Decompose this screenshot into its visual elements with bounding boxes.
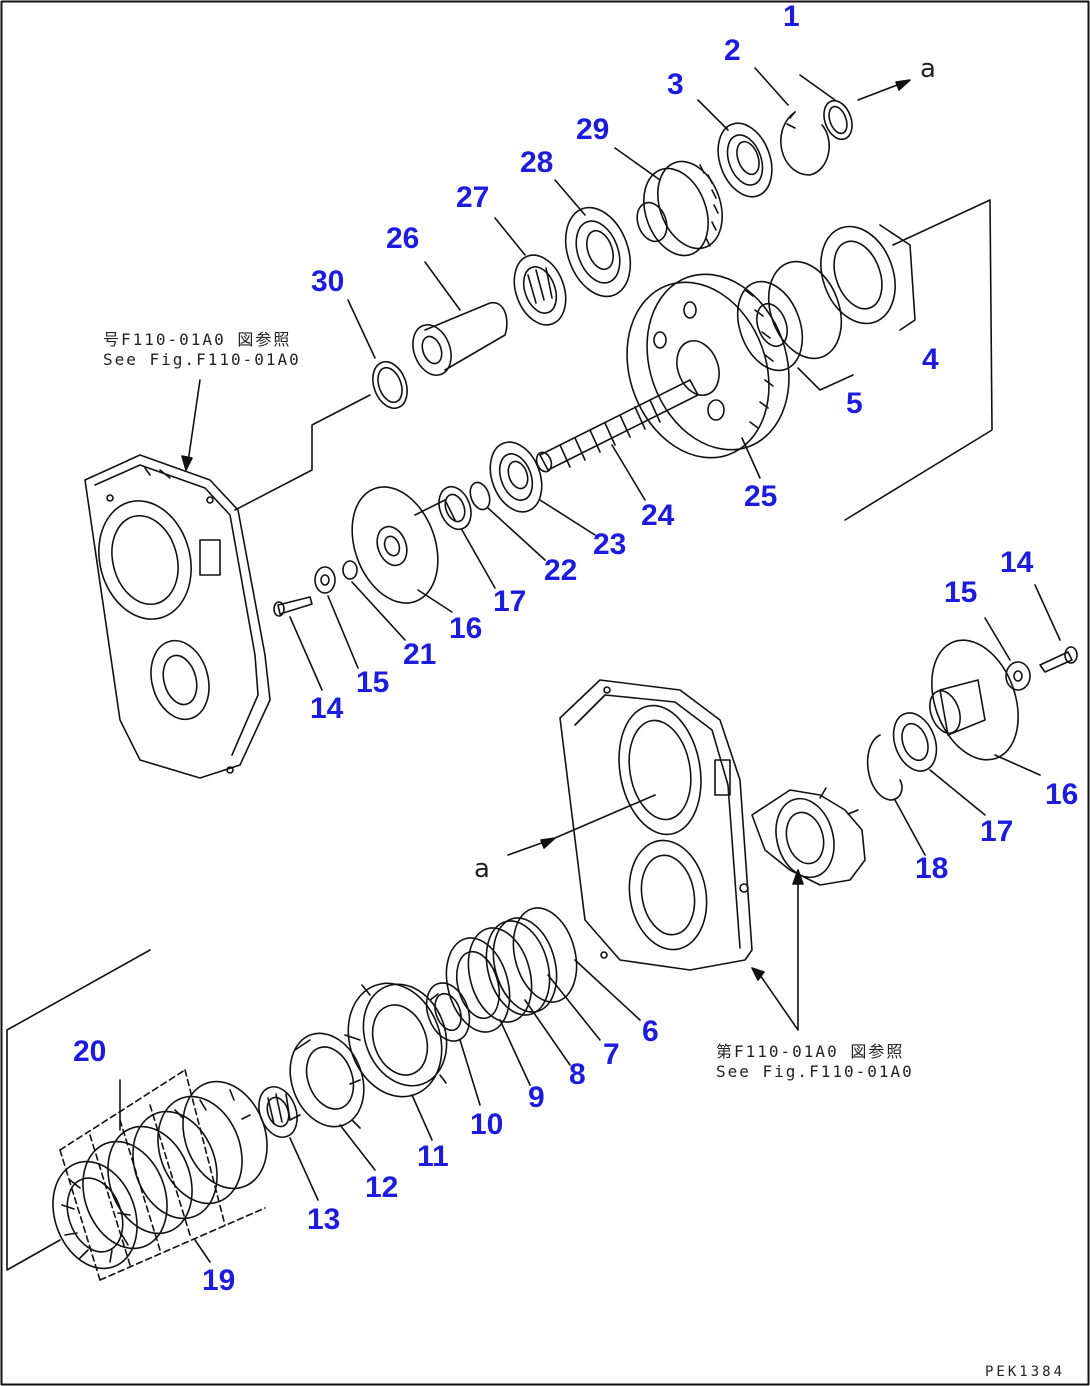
callout-30: 30 [311, 265, 345, 298]
part-7-spring [485, 917, 601, 1041]
callout-28: 28 [520, 146, 554, 179]
part-19-20-disc-pack [52, 1080, 268, 1270]
part-16-flange-lower [929, 639, 1041, 776]
callout-9: 9 [528, 1081, 545, 1114]
part-12-clutch-drum [289, 1032, 376, 1171]
callout-15-lower: 15 [944, 576, 978, 609]
callout-6: 6 [642, 1015, 659, 1048]
callout-13: 13 [307, 1203, 341, 1236]
bearing-retainer [751, 787, 866, 886]
part-13-needle-bearing [258, 1086, 319, 1201]
callout-11: 11 [417, 1140, 449, 1173]
part-9-plate [445, 937, 531, 1086]
callout-3: 3 [667, 68, 684, 101]
part-17-seal-lower [892, 712, 986, 816]
part-26-sleeve [412, 261, 508, 376]
part-10-bearing [425, 982, 481, 1106]
callout-22: 22 [544, 554, 578, 587]
part-17-seal-upper [438, 485, 496, 589]
callout-14-upper: 14 [310, 692, 344, 725]
upper-group-bracket [844, 199, 993, 521]
callout-17-lower: 17 [980, 815, 1014, 848]
callout-29: 29 [576, 113, 610, 146]
callout-27: 27 [456, 181, 490, 214]
part-22-spacer [469, 481, 546, 561]
part-6-plate [512, 907, 641, 1021]
lower-housing [559, 679, 753, 971]
part-28-bearing [554, 179, 632, 298]
callout-8: 8 [569, 1058, 586, 1091]
callout-12: 12 [365, 1171, 399, 1204]
callout-14-lower: 14 [1000, 546, 1034, 579]
callout-25: 25 [744, 480, 778, 513]
callout-1: 1 [783, 0, 800, 33]
callout-16-lower: 16 [1045, 778, 1079, 811]
reference-note-bottom-en: See Fig.F110-01A0 [716, 1062, 914, 1081]
part-25-large-gear [626, 273, 790, 479]
direction-label-top: a [920, 54, 936, 84]
part-2-circlip [754, 67, 830, 176]
part-1-snap-ring [799, 74, 853, 141]
part-29-gear [614, 147, 723, 257]
part-15-washer-lower [984, 617, 1031, 691]
callout-26: 26 [386, 222, 420, 255]
reference-note-bottom-ja: 第F110-01A0 図参照 [716, 1042, 905, 1061]
upper-housing [84, 454, 271, 779]
callout-15-upper: 15 [356, 666, 390, 699]
callout-4: 4 [922, 343, 939, 376]
part-14-bolt-upper [273, 596, 323, 691]
part-3-bearing [697, 99, 773, 198]
part-16-flange-upper [351, 486, 456, 613]
reference-note-bottom: 第F110-01A0 図参照 See Fig.F110-01A0 [716, 1042, 914, 1082]
part-23-bearing [489, 441, 596, 536]
reference-note-top-en: See Fig.F110-01A0 [103, 350, 301, 369]
part-4-cover [820, 224, 916, 331]
callout-10: 10 [470, 1108, 504, 1141]
part-24-shaft [535, 379, 699, 501]
part-18-circlip [866, 734, 926, 856]
callout-17-upper: 17 [493, 585, 527, 618]
disc-pack-leaders [59, 1069, 266, 1281]
part-15-washer-upper [314, 566, 359, 669]
part-21-washer-upper [342, 560, 406, 641]
callout-7: 7 [603, 1038, 620, 1071]
callout-18: 18 [915, 852, 949, 885]
part-27-needle-bearing [494, 217, 567, 326]
callout-21: 21 [403, 638, 437, 671]
figure-code: PEK1384 [985, 1364, 1066, 1380]
callout-2: 2 [724, 34, 741, 67]
callout-24: 24 [641, 499, 675, 532]
direction-label-bottom: a [474, 854, 490, 884]
callout-20: 20 [73, 1035, 107, 1068]
part-5-washers [736, 260, 854, 391]
callout-5: 5 [846, 387, 863, 420]
callout-19: 19 [202, 1264, 236, 1297]
part-8-spring [467, 927, 571, 1066]
reference-note-top: 号F110-01A0 図参照 See Fig.F110-01A0 [103, 330, 301, 370]
callout-16-upper: 16 [449, 612, 483, 645]
part-11-clutch-hub [347, 982, 448, 1141]
part-30-ring [234, 299, 408, 511]
reference-note-top-ja: 号F110-01A0 図参照 [103, 330, 292, 349]
part-14-bolt-lower [1034, 584, 1078, 673]
lower-group-bracket [6, 949, 151, 1271]
callout-23: 23 [593, 528, 627, 561]
